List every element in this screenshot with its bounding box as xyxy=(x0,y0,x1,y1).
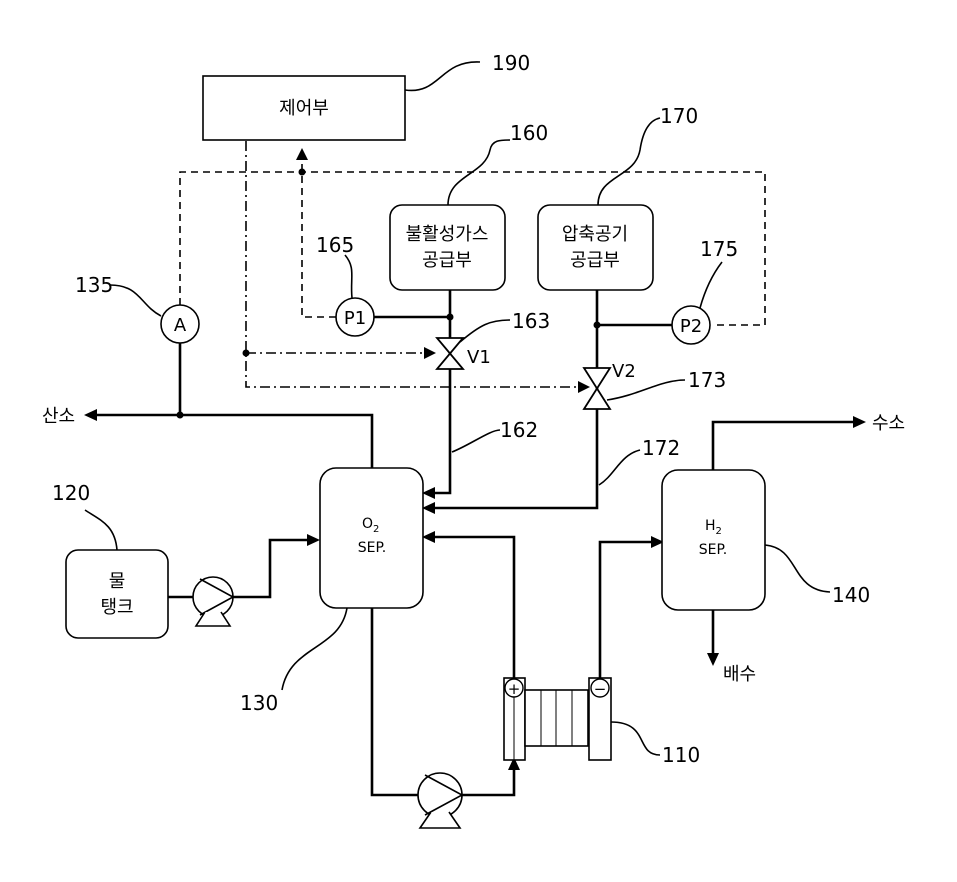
inert-gas-supply-box xyxy=(390,205,505,290)
ref-173: 173 xyxy=(688,368,726,392)
ref-175: 175 xyxy=(700,237,738,261)
leader-165 xyxy=(345,255,352,298)
controller-label: 제어부 xyxy=(279,98,329,119)
ref-110: 110 xyxy=(662,743,700,767)
oxygen-outlet-label: 산소 xyxy=(42,406,75,427)
water-tank-label-2: 탱크 xyxy=(100,597,133,618)
junction-dot xyxy=(299,169,306,176)
drain-label: 배수 xyxy=(723,664,756,685)
o2-separator xyxy=(320,468,423,608)
compressed-air-supply-box xyxy=(538,205,653,290)
leader-135 xyxy=(110,285,161,316)
o2-sep-label: SEP. xyxy=(358,540,386,556)
leader-130 xyxy=(282,608,347,690)
sensor-p1-label: P1 xyxy=(344,308,366,329)
ref-140: 140 xyxy=(832,583,870,607)
stack-minus-label: − xyxy=(594,680,607,698)
ref-172: 172 xyxy=(642,436,680,460)
water-tank-label-1: 물 xyxy=(109,571,126,592)
circulation-pump xyxy=(418,773,462,828)
inert-gas-label-1: 불활성가스 xyxy=(406,224,489,245)
junction-dot xyxy=(243,350,250,357)
leader-170 xyxy=(598,118,660,205)
ref-190: 190 xyxy=(492,51,530,75)
ref-163: 163 xyxy=(512,309,550,333)
leader-162 xyxy=(452,430,500,452)
valve-v2-label: V2 xyxy=(612,361,636,382)
valve-v1-label: V1 xyxy=(467,347,491,368)
ref-170: 170 xyxy=(660,104,698,128)
h2-separator xyxy=(662,470,765,610)
ref-130: 130 xyxy=(240,691,278,715)
leader-172 xyxy=(599,450,640,485)
leader-175 xyxy=(700,262,722,308)
sensor-p2-label: P2 xyxy=(680,316,702,337)
v1-control-arrow xyxy=(424,347,436,359)
h2-sep-label: SEP. xyxy=(699,542,727,558)
air-label-1: 압축공기 xyxy=(562,224,628,245)
leader-140 xyxy=(765,545,830,592)
ref-162: 162 xyxy=(500,418,538,442)
water-feed-pump xyxy=(193,577,233,626)
leader-110 xyxy=(611,722,660,755)
air-label-2: 공급부 xyxy=(570,250,620,271)
leader-120 xyxy=(85,510,117,550)
sensor-a-label: A xyxy=(174,315,187,336)
valve-v2 xyxy=(584,368,610,409)
ref-120: 120 xyxy=(52,481,90,505)
controller-input-arrow xyxy=(296,148,308,160)
valve-v1 xyxy=(437,338,463,369)
leader-190 xyxy=(405,62,480,91)
ref-135: 135 xyxy=(75,273,113,297)
leader-163 xyxy=(460,320,510,342)
hydrogen-outlet-label: 수소 xyxy=(872,413,905,434)
water-tank xyxy=(66,550,168,638)
leader-173 xyxy=(607,380,685,400)
v2-control-arrow xyxy=(578,381,590,393)
ref-160: 160 xyxy=(510,121,548,145)
ref-165: 165 xyxy=(316,233,354,257)
inert-gas-label-2: 공급부 xyxy=(422,250,472,271)
stack-plus-label: + xyxy=(508,680,521,698)
